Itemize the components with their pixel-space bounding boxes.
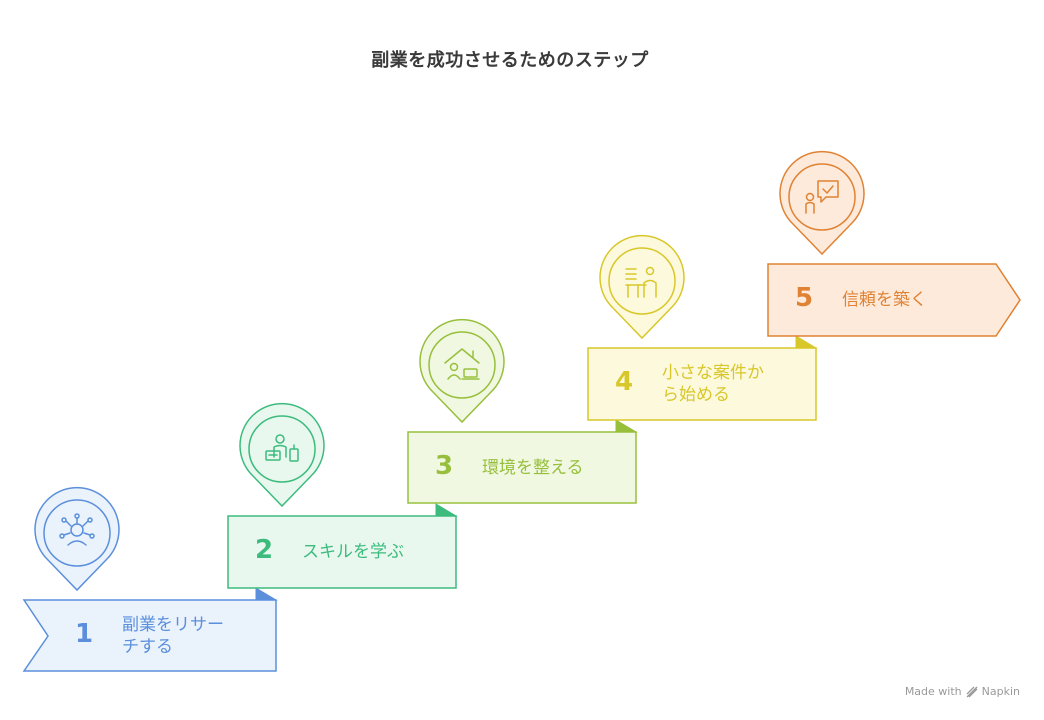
napkin-logo-icon: [966, 686, 978, 697]
step-5-number: 5: [794, 283, 814, 313]
step-1-ribbon-fold: [255, 587, 278, 601]
desk-worker-icon: [625, 266, 657, 298]
step-4-ribbon-fold: [795, 335, 818, 349]
research-network-icon: [59, 513, 95, 546]
step-2: [227, 402, 458, 589]
watermark-prefix: Made with: [904, 685, 962, 698]
step-5-banner: [767, 263, 1021, 337]
step-1-number: 1: [74, 619, 94, 649]
step-3-ribbon-fold: [615, 419, 638, 433]
presenter-check-icon: [805, 180, 839, 214]
step-2-label: スキルを学ぶ: [302, 542, 404, 562]
step-3: [407, 318, 638, 504]
step-2-number: 2: [254, 535, 274, 565]
step-3-label: 環境を整える: [482, 458, 584, 478]
step-1-pin-inner: [43, 499, 111, 567]
step-1: [22, 486, 278, 672]
step-4-label: 小さな案件か ら始める: [662, 363, 764, 405]
step-4-number: 4: [614, 367, 634, 397]
home-laptop-icon: [444, 348, 480, 380]
step-3-number: 3: [434, 451, 454, 481]
learning-person-icon: [265, 434, 299, 462]
step-2-pin-inner: [248, 415, 316, 483]
step-5-label: 信頼を築く: [842, 290, 927, 310]
step-3-banner: [407, 431, 637, 504]
step-4: [587, 234, 818, 421]
step-4-pin-inner: [608, 247, 676, 315]
step-3-pin-inner: [428, 331, 496, 399]
step-2-banner: [227, 515, 457, 589]
watermark: Made with Napkin: [905, 685, 1020, 698]
step-2-ribbon-fold: [435, 503, 458, 517]
step-5-pin-inner: [788, 163, 856, 231]
diagram-title: 副業を成功させるためのステップ: [371, 50, 649, 71]
step-1-banner: [22, 599, 277, 672]
watermark-brand: Napkin: [981, 685, 1020, 698]
step-5: [767, 150, 1021, 337]
step-4-banner: [587, 347, 817, 421]
step-1-label: 副業をリサー チする: [122, 615, 224, 657]
